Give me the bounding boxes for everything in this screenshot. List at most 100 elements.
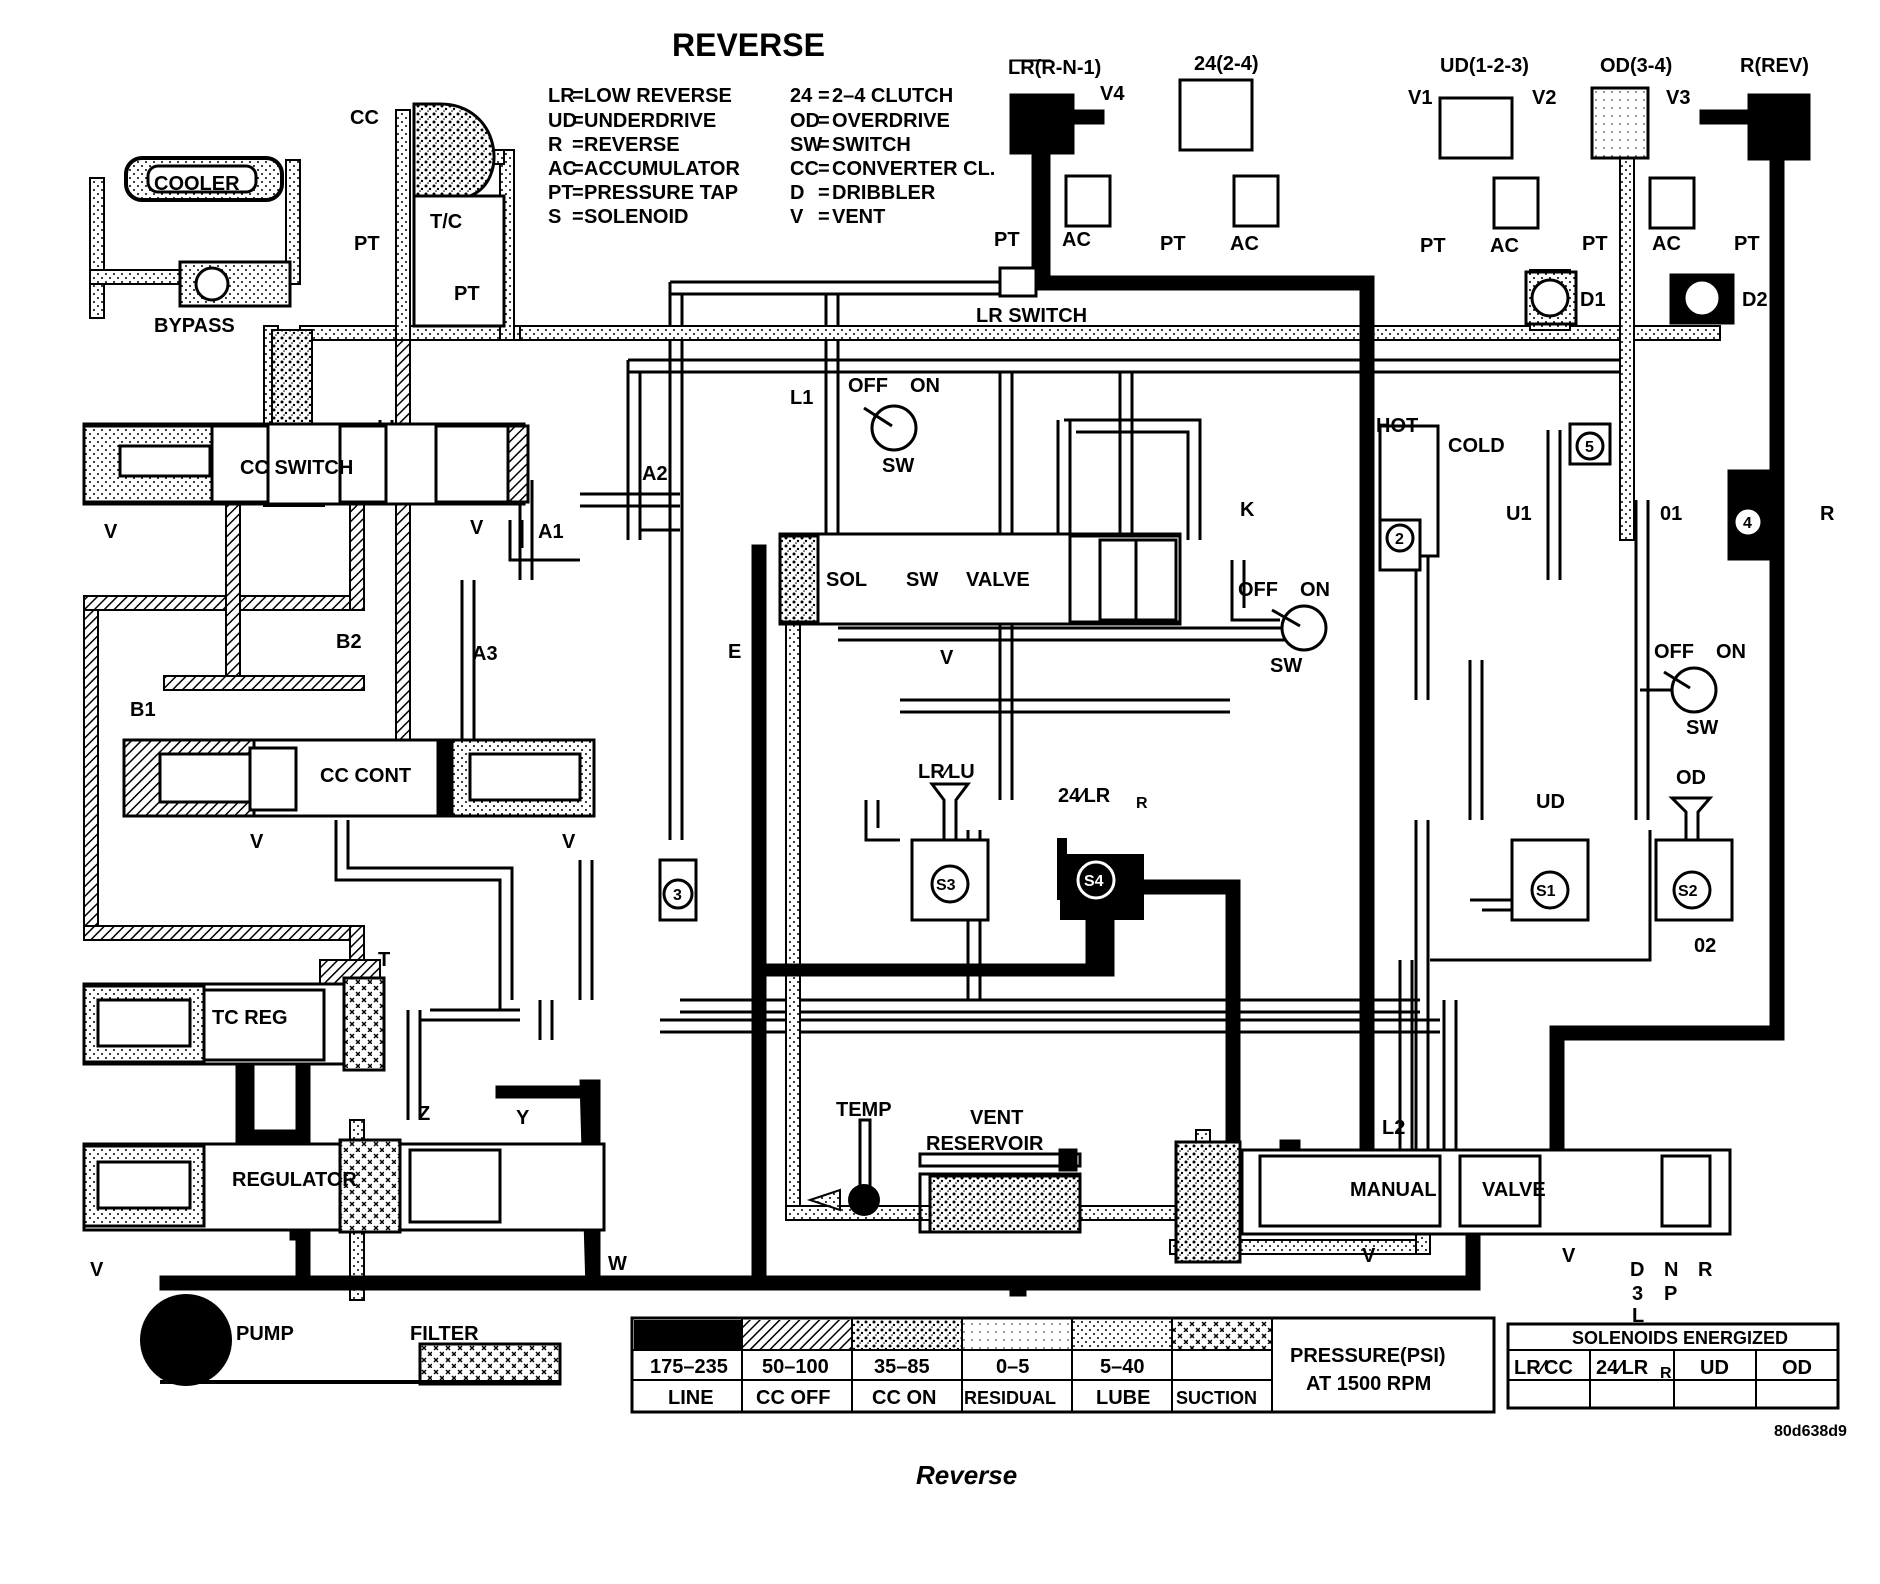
solenoid-col-od: OD <box>1782 1357 1812 1379</box>
residual-areas <box>918 86 1650 1264</box>
label-cc-cont: CC CONT <box>320 765 411 787</box>
label-ud-clutch: UD(1-2-3) <box>1440 55 1529 77</box>
label-v-7: V <box>1362 1245 1376 1267</box>
label-v-3: V <box>250 831 264 853</box>
abbreviations: LR = LOW REVERSE UD = UNDERDRIVE R = REV… <box>548 85 995 228</box>
label-a1: A1 <box>538 521 564 543</box>
legend-range-lube: 5–40 <box>1100 1356 1145 1378</box>
legend-name-lube: LUBE <box>1096 1387 1150 1409</box>
label-sw-1: SW <box>882 455 914 477</box>
legend-range-line: 175–235 <box>650 1356 728 1378</box>
label-v4: V4 <box>1100 83 1125 105</box>
label-sw-2: SW <box>1270 655 1302 677</box>
label-on-2: ON <box>1300 579 1330 601</box>
label-sol: SOL <box>826 569 867 591</box>
solenoid-col-24lr-sub: R <box>1660 1365 1672 1382</box>
label-k: K <box>1240 499 1255 521</box>
label-l1: L1 <box>790 387 813 409</box>
svg-text:=: = <box>572 182 584 204</box>
svg-text:=: = <box>572 206 584 228</box>
legend-name-suction: SUCTION <box>1176 1388 1257 1408</box>
label-ac-ud: AC <box>1490 235 1519 257</box>
label-24lr: 24⁄LR <box>1058 785 1111 807</box>
abbr-key-lr: LR <box>548 85 575 107</box>
label-t: T <box>378 949 390 971</box>
label-v1: V1 <box>1408 87 1432 109</box>
label-valve-manual: VALVE <box>1482 1179 1546 1201</box>
abbr-key-v: V <box>790 206 804 228</box>
label-valve-sol: VALVE <box>966 569 1030 591</box>
label-hot: HOT <box>1376 415 1418 437</box>
abbr-val-lr: LOW REVERSE <box>584 85 732 107</box>
label-check-3: 3 <box>673 887 682 904</box>
label-check-4: 4 <box>1743 515 1752 532</box>
label-pt-24: PT <box>1160 233 1186 255</box>
label-v-5: V <box>90 1259 104 1281</box>
check-balls <box>658 422 1764 922</box>
label-temp: TEMP <box>836 1099 892 1121</box>
label-cc: CC <box>350 107 379 129</box>
label-pt-2: PT <box>454 283 480 305</box>
label-e: E <box>728 641 741 663</box>
label-pt-lr: PT <box>994 229 1020 251</box>
label-w: W <box>608 1253 627 1275</box>
label-vent: VENT <box>970 1107 1023 1129</box>
svg-text:=: = <box>572 158 584 180</box>
label-ac-24: AC <box>1230 233 1259 255</box>
legend-swatch-cc-off <box>742 1320 852 1350</box>
legend-swatch-cc-on <box>852 1320 962 1350</box>
label-s1: S1 <box>1536 883 1556 900</box>
legend-title-2: AT 1500 RPM <box>1306 1373 1431 1395</box>
label-check-5: 5 <box>1585 439 1594 456</box>
label-a3: A3 <box>472 643 498 665</box>
svg-text:=: = <box>818 110 830 132</box>
figure-code: 80d638d9 <box>1774 1423 1847 1440</box>
svg-text:=: = <box>818 158 830 180</box>
label-b2: B2 <box>336 631 362 653</box>
label-rev-clutch: R(REV) <box>1740 55 1809 77</box>
label-d2: D2 <box>1742 289 1768 311</box>
label-cooler: COOLER <box>154 173 240 195</box>
label-lr-switch: LR SWITCH <box>976 305 1087 327</box>
label-pump: PUMP <box>236 1323 294 1345</box>
label-24lr-sub: R <box>1136 795 1148 812</box>
label-v-1: V <box>104 521 118 543</box>
lube-circuit <box>89 109 1721 1301</box>
label-s3: S3 <box>936 877 956 894</box>
abbr-val-v: VENT <box>832 206 885 228</box>
pump-symbol <box>140 1294 232 1386</box>
label-gear-n: N <box>1664 1259 1678 1281</box>
legend-name-cc-off: CC OFF <box>756 1387 830 1409</box>
svg-text:=: = <box>818 85 830 107</box>
abbr-key-r: R <box>548 134 563 156</box>
valve-bodies <box>82 78 1732 1236</box>
label-manual: MANUAL <box>1350 1179 1437 1201</box>
label-gear-l: L <box>1632 1305 1644 1327</box>
legend-range-cc-off: 50–100 <box>762 1356 829 1378</box>
abbr-key-sw: SW <box>790 134 822 156</box>
abbr-key-pt: PT <box>548 182 574 204</box>
abbr-val-ac: ACCUMULATOR <box>584 158 740 180</box>
component-labels: LR(R-N-1) V4 24(2-4) UD(1-2-3) V1 V2 OD(… <box>90 53 1847 1440</box>
label-od-clutch: OD(3-4) <box>1600 55 1672 77</box>
abbr-key-s: S <box>548 206 561 228</box>
legend-range-cc-on: 35–85 <box>874 1356 930 1378</box>
abbr-val-ud: UNDERDRIVE <box>584 110 716 132</box>
legend-name-residual: RESIDUAL <box>964 1388 1056 1408</box>
label-cc-switch: CC SWITCH <box>240 457 353 479</box>
label-u1: U1 <box>1506 503 1532 525</box>
residual-circuit-lines <box>334 280 1700 1190</box>
label-02: 02 <box>1694 935 1716 957</box>
label-s2: S2 <box>1678 883 1698 900</box>
figure-caption: Reverse <box>916 1460 1017 1490</box>
label-a2: A2 <box>642 463 668 485</box>
label-off-2: OFF <box>1238 579 1278 601</box>
legend-swatch-suction <box>1172 1320 1272 1350</box>
pressure-legend: 175–235 LINE 50–100 CC OFF 35–85 CC ON 0… <box>630 1316 1496 1414</box>
label-d1: D1 <box>1580 289 1606 311</box>
label-24-clutch: 24(2-4) <box>1194 53 1258 75</box>
svg-text:=: = <box>572 110 584 132</box>
solenoid-col-ud: UD <box>1700 1357 1729 1379</box>
label-on-1: ON <box>910 375 940 397</box>
label-y: Y <box>516 1107 530 1129</box>
